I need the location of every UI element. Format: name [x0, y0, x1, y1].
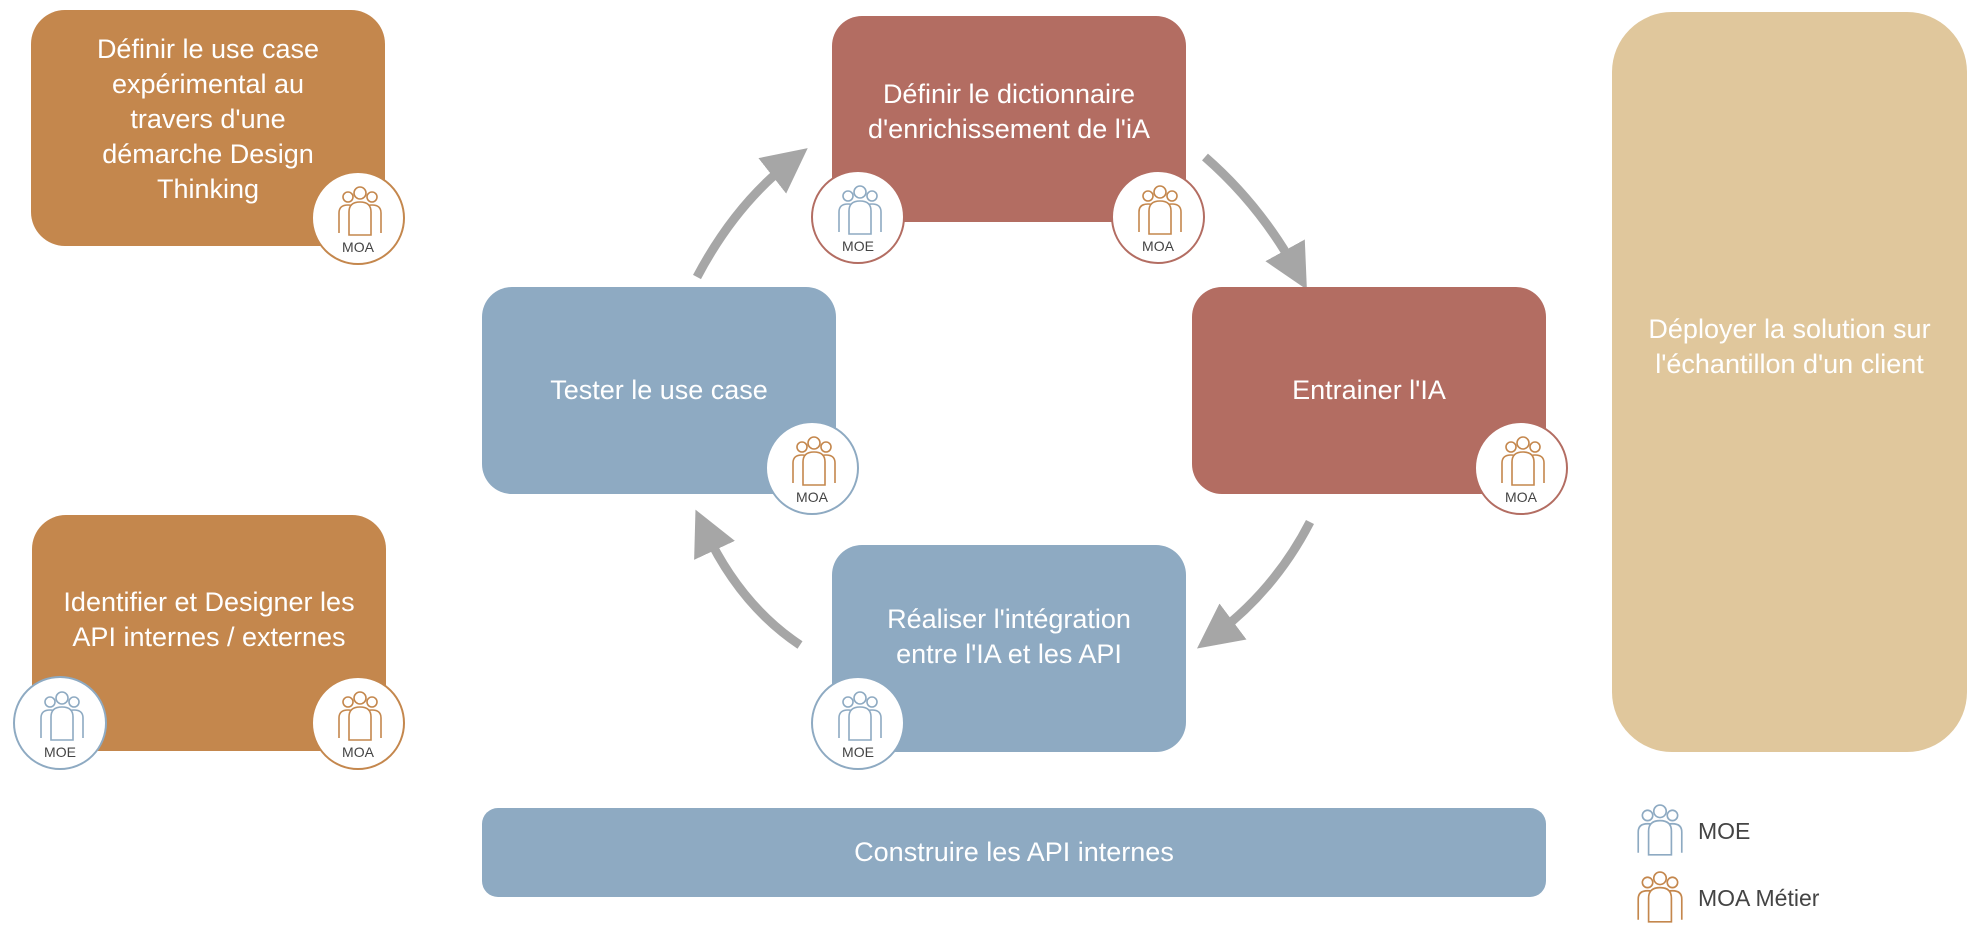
- team-icon: [1501, 436, 1545, 486]
- moe-badge-label: MOE: [842, 238, 874, 254]
- team-icon: [338, 691, 382, 741]
- moa-badge-label: MOA: [796, 489, 828, 505]
- team-icon: [40, 691, 84, 741]
- moa-badge-label: MOA: [342, 744, 374, 760]
- moa-badge: MOA: [1111, 170, 1205, 264]
- step-integration-label: Réaliser l'intégration entre l'IA et les…: [887, 603, 1131, 669]
- moe-badge: MOE: [811, 170, 905, 264]
- step-build-api-label: Construire les API internes: [854, 837, 1174, 867]
- step-define-dictionary: Définir le dictionnaire d'enrichissement…: [832, 16, 1186, 222]
- legend-moe-label: MOE: [1698, 817, 1751, 844]
- step-identify-api-label: Identifier et Designer les API internes …: [63, 587, 355, 652]
- step-define-dictionary-label: Définir le dictionnaire d'enrichissement…: [868, 79, 1150, 144]
- legend-moa: MOA Métier: [1630, 870, 1819, 926]
- step-train-ai-label: Entrainer l'IA: [1292, 375, 1446, 405]
- moa-badge-label: MOA: [1505, 489, 1537, 505]
- legend-moe: MOE: [1630, 803, 1750, 859]
- moe-badge-label: MOE: [842, 744, 874, 760]
- arrow-test-to-dictionary: [693, 148, 808, 280]
- team-icon: [838, 185, 882, 235]
- arrow-train-to-integration: [1197, 519, 1315, 649]
- moe-badge: MOE: [811, 676, 905, 770]
- team-icon: [1637, 804, 1683, 856]
- step-deploy-label: Déployer la solution sur l'échantillon d…: [1648, 314, 1931, 379]
- moe-badge-label: MOE: [44, 744, 76, 760]
- step-deploy: Déployer la solution sur l'échantillon d…: [1612, 12, 1967, 752]
- step-define-use-case: Définir le use case expérimental au trav…: [31, 10, 385, 246]
- team-icon: [838, 691, 882, 741]
- step-build-api: Construire les API internes: [482, 808, 1546, 897]
- moa-badge-label: MOA: [342, 239, 374, 255]
- moa-badge: MOA: [311, 676, 405, 770]
- moe-badge: MOE: [13, 676, 107, 770]
- moa-badge-label: MOA: [1142, 238, 1174, 254]
- team-icon: [338, 186, 382, 236]
- step-test-use-case-label: Tester le use case: [550, 375, 768, 405]
- team-icon: [1637, 871, 1683, 923]
- moa-badge: MOA: [765, 421, 859, 515]
- arrow-integration-to-test: [694, 509, 803, 649]
- moa-badge: MOA: [311, 171, 405, 265]
- arrow-dictionary-to-train: [1202, 153, 1307, 290]
- step-define-use-case-label: Définir le use case expérimental au trav…: [96, 33, 320, 204]
- moa-badge: MOA: [1474, 421, 1568, 515]
- legend-moa-label: MOA Métier: [1698, 884, 1820, 911]
- team-icon: [792, 436, 836, 486]
- team-icon: [1138, 185, 1182, 235]
